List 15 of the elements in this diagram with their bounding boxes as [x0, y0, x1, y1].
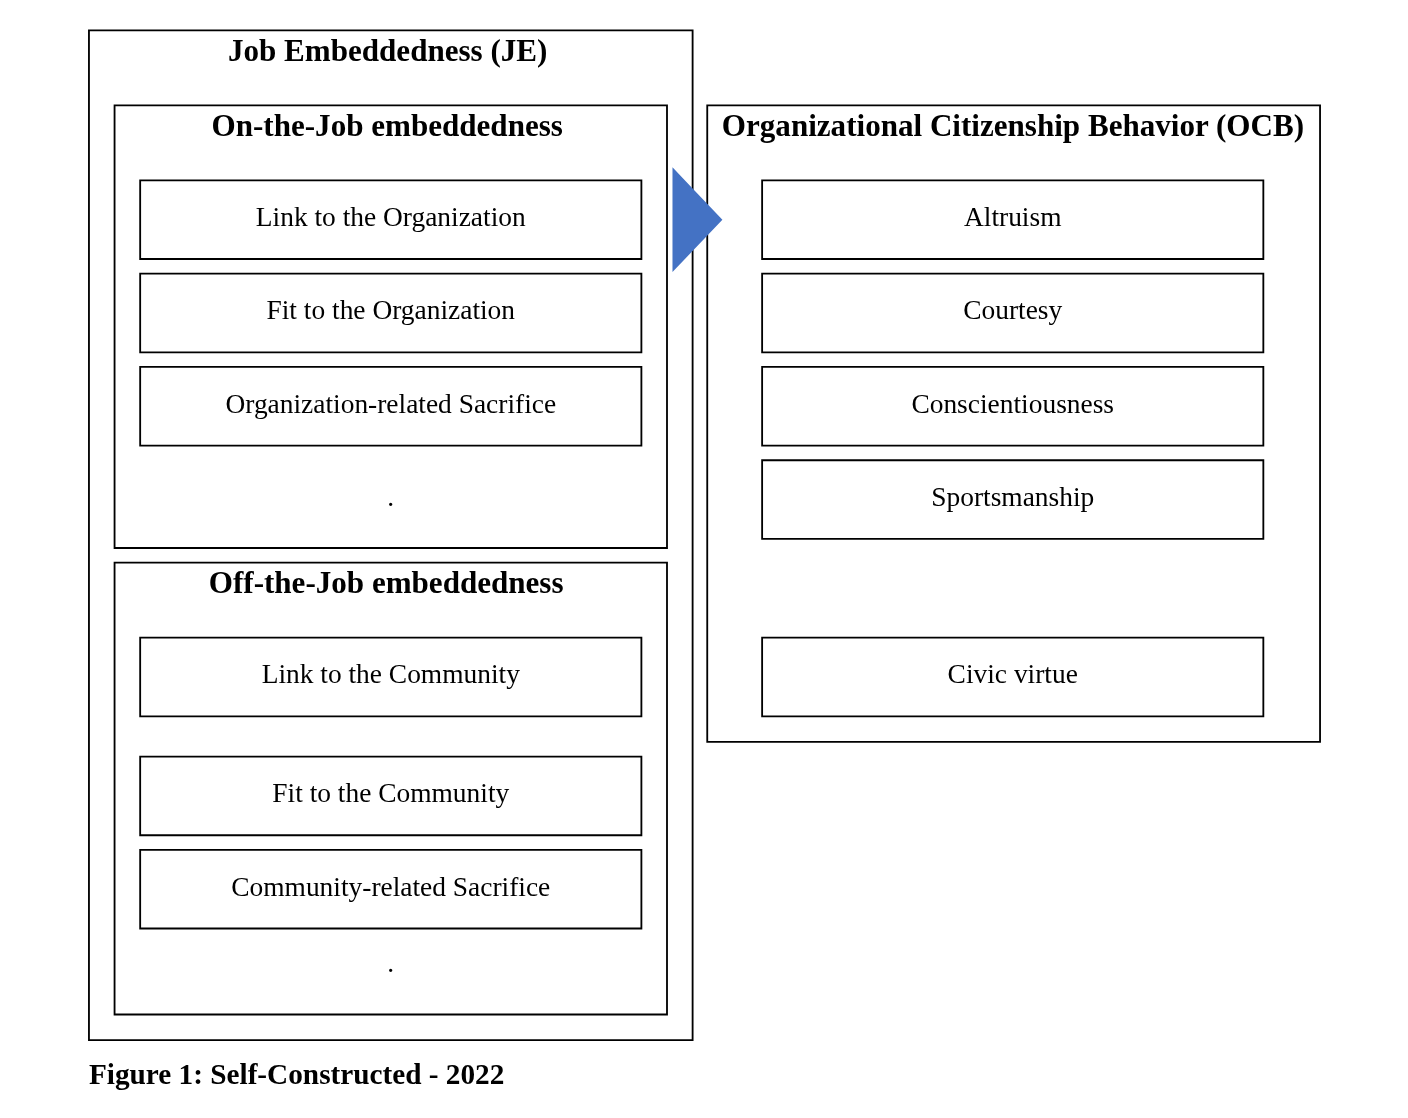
arrow — [672, 167, 722, 273]
node-box: Sportsmanship — [760, 459, 1264, 540]
node-box: Community-related Sacrifice — [138, 848, 642, 930]
label: . — [386, 948, 394, 979]
caption: Figure 1: Self-Constructed - 2022 — [88, 1057, 504, 1090]
node-box: Conscientiousness — [760, 366, 1264, 447]
node-box: Link to the Community — [138, 636, 642, 718]
node-box: Fit to the Community — [138, 755, 642, 837]
label: . — [386, 481, 394, 512]
node-box: Link to the Organization — [138, 179, 642, 260]
node-box: Courtesy — [760, 272, 1264, 354]
node-box: Civic virtue — [760, 636, 1264, 718]
node-box: Organization-related Sacrifice — [138, 366, 642, 447]
node-box: Fit to the Organization — [138, 272, 642, 354]
node-box: Altruism — [760, 179, 1264, 260]
